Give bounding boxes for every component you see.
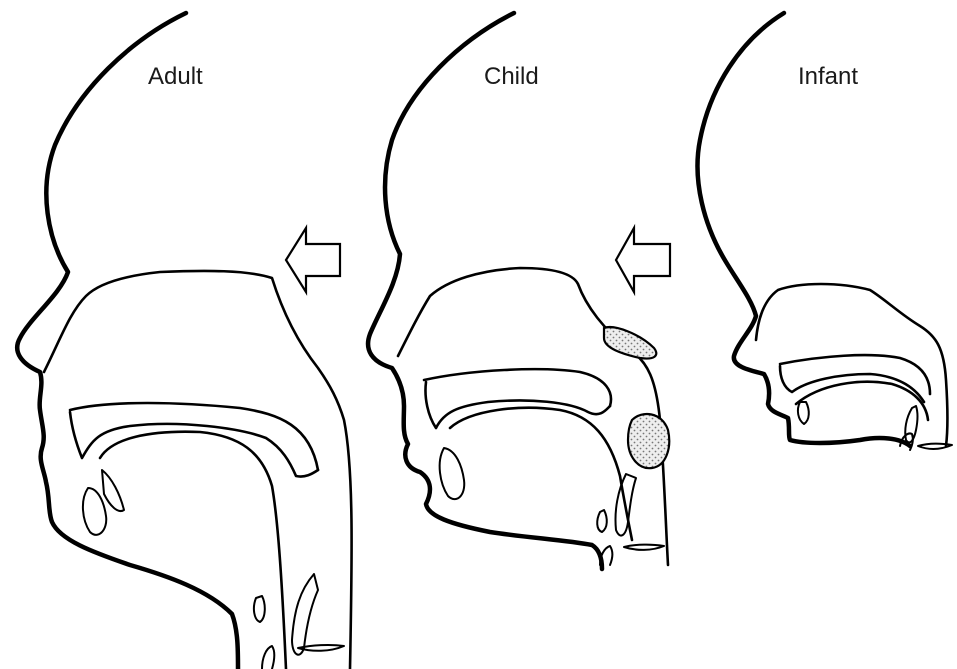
infant-label: Infant — [798, 63, 858, 90]
infant-palate-inner — [780, 366, 924, 402]
adult-label: Adult — [148, 63, 203, 90]
child-hyoid — [597, 510, 607, 532]
infant-panel: Infant — [698, 13, 952, 450]
child-palate-inner — [425, 382, 610, 428]
child-face-profile — [368, 13, 602, 569]
infant-teeth — [798, 402, 809, 424]
adult-tongue — [100, 432, 286, 669]
infant-epiglottis — [905, 406, 917, 442]
adult-epiglottis — [292, 574, 318, 655]
infant-vocal-cords — [918, 444, 952, 449]
adult-face-profile — [17, 13, 238, 669]
child-tonsil — [628, 414, 669, 468]
adult-upper-teeth — [102, 470, 124, 511]
infant-nasal-cavity — [756, 284, 948, 446]
child-vocal-cords — [624, 545, 664, 550]
arrow-infant-to-child — [616, 228, 670, 292]
adult-arytenoid — [262, 646, 274, 669]
adult-nasal-cavity — [44, 271, 352, 669]
adult-lower-teeth — [83, 488, 106, 535]
child-tongue — [450, 408, 632, 540]
adult-palate — [70, 403, 318, 470]
arrow-child-to-adult — [286, 228, 340, 292]
adult-hyoid — [254, 596, 265, 622]
child-teeth — [440, 448, 465, 499]
adult-panel: Adult — [17, 13, 351, 669]
child-panel: Child — [368, 13, 670, 569]
child-adenoid — [604, 327, 656, 358]
adult-palate-inner — [70, 412, 318, 477]
child-label: Child — [484, 63, 539, 90]
